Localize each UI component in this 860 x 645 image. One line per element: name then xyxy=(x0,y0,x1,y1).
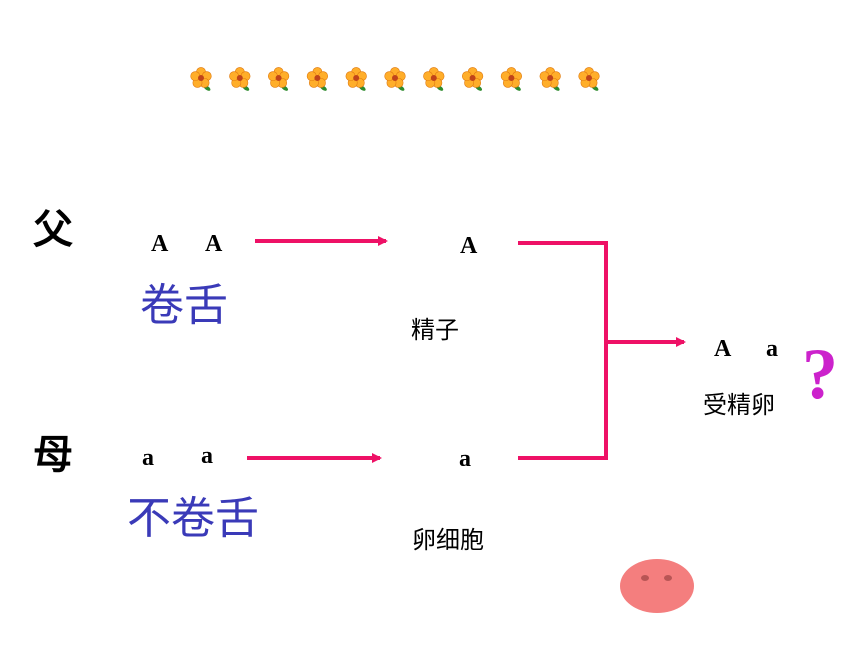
egg-allele: a xyxy=(459,446,471,472)
zygote-allele-2: a xyxy=(766,336,778,362)
father-label: 父 xyxy=(33,207,73,253)
flower-icon xyxy=(461,67,484,91)
mother-allele-1: a xyxy=(142,445,154,471)
sperm-allele: A xyxy=(460,233,478,259)
flower-icon xyxy=(306,67,329,91)
flower-icon xyxy=(578,67,600,91)
flower-icon xyxy=(539,67,561,91)
egg-label: 卵细胞 xyxy=(412,526,484,554)
flower-icon xyxy=(500,67,523,91)
flower-icon xyxy=(384,67,406,91)
zygote-allele-1: A xyxy=(714,336,732,362)
flower-row xyxy=(190,67,600,91)
flower-icon xyxy=(229,67,251,91)
flower-icon xyxy=(267,67,290,91)
father-allele-2: A xyxy=(205,231,223,257)
father-trait: 卷舌 xyxy=(140,280,228,331)
pig-face-icon xyxy=(620,559,694,613)
sperm-label: 精子 xyxy=(411,316,459,344)
flower-icon xyxy=(190,67,212,91)
mother-label: 母 xyxy=(33,432,73,478)
father-allele-1: A xyxy=(151,231,169,257)
gamete-join-bracket xyxy=(518,241,608,460)
mother-trait: 不卷舌 xyxy=(127,493,259,544)
mother-allele-2: a xyxy=(201,443,213,469)
question-mark: ? xyxy=(802,334,838,414)
zygote-label: 受精卵 xyxy=(703,391,775,419)
flower-icon xyxy=(345,67,367,91)
flower-icon xyxy=(423,67,445,91)
